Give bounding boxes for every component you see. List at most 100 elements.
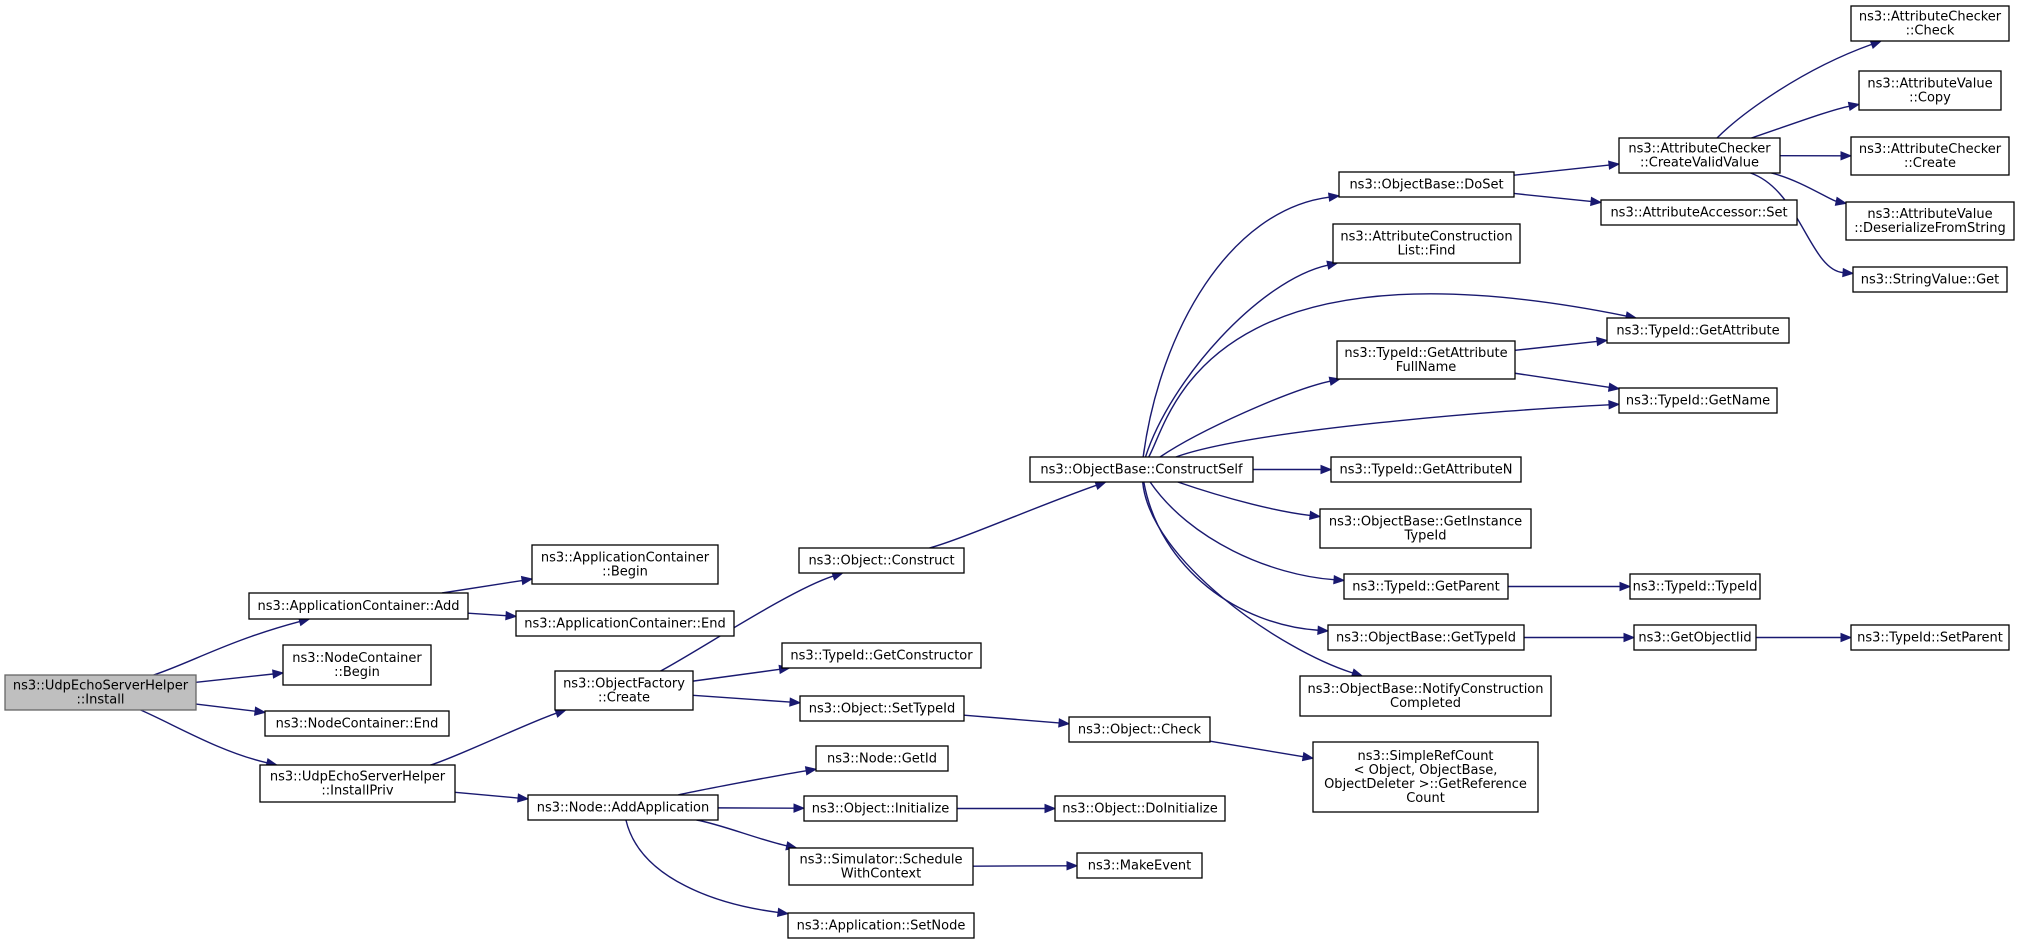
edge-n0-n1 xyxy=(153,620,300,676)
node-box xyxy=(1850,624,2010,651)
edge-n22-n31 xyxy=(1514,340,1598,352)
node-box xyxy=(1618,137,1781,174)
graph-node-n37[interactable]: ns3::AttributeChecker::Create xyxy=(1850,136,2010,176)
arrowhead-icon xyxy=(1623,632,1636,643)
graph-node-n12[interactable]: ns3::Node::GetId xyxy=(815,745,949,772)
graph-node-n5[interactable]: ns3::ApplicationContainer::Begin xyxy=(531,544,719,585)
graph-node-n33[interactable]: ns3::TypeId::TypeId xyxy=(1629,573,1761,600)
graph-node-n30[interactable]: ns3::AttributeAccessor::Set xyxy=(1600,199,1798,226)
graph-node-n35[interactable]: ns3::AttributeChecker::Check xyxy=(1850,5,2010,42)
graph-node-n20[interactable]: ns3::ObjectBase::DoSet xyxy=(1338,171,1515,198)
node-label: ns3::ObjectFactory xyxy=(563,677,685,692)
graph-node-n18[interactable]: ns3::Object::DoInitialize xyxy=(1054,795,1226,822)
edge-n4-n7 xyxy=(430,712,557,766)
node-label: WithContext xyxy=(841,867,921,882)
arrowhead-icon xyxy=(517,793,530,803)
graph-node-n17[interactable]: ns3::Object::Check xyxy=(1068,716,1211,743)
node-box xyxy=(1319,508,1532,549)
node-label: ns3::AttributeChecker xyxy=(1859,10,2002,25)
edge-n17-n28 xyxy=(1209,740,1304,758)
arrowhead-icon xyxy=(1590,196,1603,207)
edge-n20-n29 xyxy=(1513,164,1610,176)
node-box xyxy=(788,847,974,886)
graph-node-n19[interactable]: ns3::MakeEvent xyxy=(1076,852,1203,879)
graph-node-n3[interactable]: ns3::NodeContainer::End xyxy=(264,710,450,737)
edge-n29-n36 xyxy=(1751,105,1850,139)
node-label: ns3::TypeId::GetParent xyxy=(1352,580,1500,595)
graph-node-n26[interactable]: ns3::ObjectBase::GetTypeId xyxy=(1327,624,1525,651)
graph-node-n39[interactable]: ns3::StringValue::Get xyxy=(1852,266,2008,293)
arrowhead-icon xyxy=(505,610,518,621)
node-box xyxy=(264,710,450,737)
graph-node-n32[interactable]: ns3::TypeId::GetName xyxy=(1618,387,1778,414)
node-label: ns3::AttributeValue xyxy=(1867,207,1992,222)
node-box xyxy=(1336,340,1516,380)
edge-n1-n5 xyxy=(441,579,523,594)
node-label: ns3::ApplicationContainer xyxy=(541,551,710,566)
node-box xyxy=(1858,70,2002,111)
node-box xyxy=(1845,201,2015,241)
graph-node-n11[interactable]: ns3::Object::SetTypeId xyxy=(799,695,965,722)
edge-n9-n16 xyxy=(929,484,1097,549)
graph-node-n15[interactable]: ns3::Application::SetNode xyxy=(787,912,975,939)
edge-n16-n27 xyxy=(1141,481,1353,674)
graph-node-n1[interactable]: ns3::ApplicationContainer::Add xyxy=(248,592,469,620)
node-box xyxy=(1076,852,1203,879)
node-label: ns3::AttributeConstruction xyxy=(1340,230,1512,245)
graph-node-n28[interactable]: ns3::SimpleRefCount< Object, ObjectBase,… xyxy=(1312,741,1539,813)
node-label: ns3::Node::GetId xyxy=(827,752,937,767)
graph-node-n29[interactable]: ns3::AttributeChecker::CreateValidValue xyxy=(1618,137,1781,174)
graph-node-n31[interactable]: ns3::TypeId::GetAttribute xyxy=(1606,317,1790,344)
node-box xyxy=(1850,136,2010,176)
graph-node-n8[interactable]: ns3::Node::AddApplication xyxy=(527,794,719,821)
graph-node-n9[interactable]: ns3::Object::Construct xyxy=(798,547,965,574)
node-label: ::Begin xyxy=(602,565,648,580)
node-label: Completed xyxy=(1390,696,1461,711)
edge-n0-n4 xyxy=(140,709,268,764)
node-box xyxy=(1299,675,1552,717)
edge-n29-n38 xyxy=(1771,172,1837,202)
arrowhead-icon xyxy=(1317,625,1330,635)
node-label: ns3::AttributeAccessor::Set xyxy=(1610,206,1787,221)
graph-node-n27[interactable]: ns3::ObjectBase::NotifyConstructionCompl… xyxy=(1299,675,1552,717)
graph-node-n34[interactable]: ns3::GetObjectIid xyxy=(1633,624,1757,651)
node-label: ns3::Application::SetNode xyxy=(797,919,966,934)
node-box xyxy=(1629,573,1761,600)
graph-node-n16[interactable]: ns3::ObjectBase::ConstructSelf xyxy=(1029,456,1254,483)
node-label: FullName xyxy=(1396,360,1457,375)
graph-node-n25[interactable]: ns3::TypeId::GetParent xyxy=(1343,573,1509,600)
arrowhead-icon xyxy=(1608,400,1621,410)
graph-node-n23[interactable]: ns3::TypeId::GetAttributeN xyxy=(1330,456,1522,483)
graph-node-n36[interactable]: ns3::AttributeValue::Copy xyxy=(1858,70,2002,111)
node-label: ns3::Simulator::Schedule xyxy=(799,853,962,868)
edge-n0-n2 xyxy=(195,673,274,683)
graph-node-n40[interactable]: ns3::TypeId::SetParent xyxy=(1850,624,2010,651)
node-label: ns3::NodeContainer xyxy=(292,651,422,666)
graph-node-n6[interactable]: ns3::ApplicationContainer::End xyxy=(515,610,735,637)
graph-node-n2[interactable]: ns3::NodeContainer::Begin xyxy=(282,644,432,686)
node-label: ns3::Object::SetTypeId xyxy=(809,702,955,717)
graph-node-n38[interactable]: ns3::AttributeValue::DeserializeFromStri… xyxy=(1845,201,2015,241)
graph-node-n7[interactable]: ns3::ObjectFactory::Create xyxy=(554,670,694,711)
node-box xyxy=(1068,716,1211,743)
node-label: List::Find xyxy=(1397,244,1455,259)
node-label: TypeId xyxy=(1404,529,1447,544)
node-box xyxy=(781,642,982,669)
node-box xyxy=(1618,387,1778,414)
arrowhead-icon xyxy=(1619,581,1632,592)
edges-layer xyxy=(140,40,1883,918)
node-label: ns3::ObjectBase::ConstructSelf xyxy=(1040,463,1243,478)
node-label: ns3::AttributeValue xyxy=(1867,77,1992,92)
node-box xyxy=(1600,199,1798,226)
graph-node-n4[interactable]: ns3::UdpEchoServerHelper::InstallPriv xyxy=(259,764,456,803)
arrowhead-icon xyxy=(1301,751,1315,762)
graph-node-n13[interactable]: ns3::Object::Initialize xyxy=(803,795,958,822)
graph-node-n0[interactable]: ns3::UdpEchoServerHelper::Install xyxy=(4,674,197,711)
graph-node-n10[interactable]: ns3::TypeId::GetConstructor xyxy=(781,642,982,669)
node-label: ns3::TypeId::TypeId xyxy=(1633,580,1758,595)
node-box xyxy=(1029,456,1254,483)
